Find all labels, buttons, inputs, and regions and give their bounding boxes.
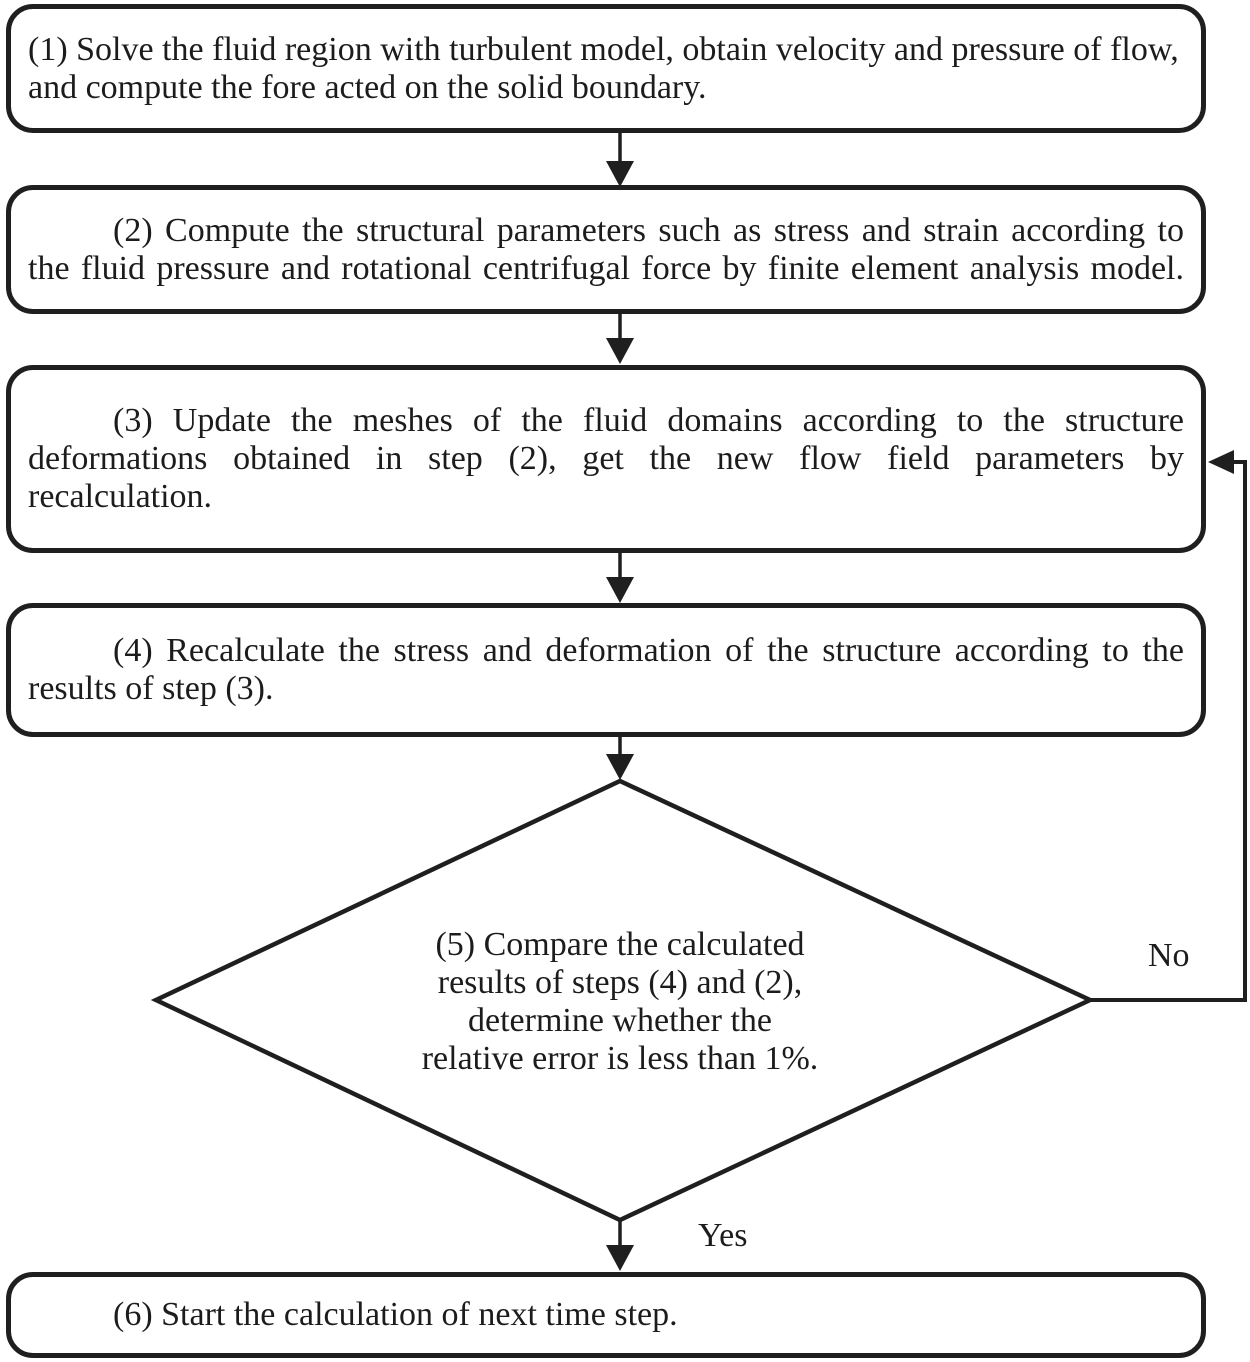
step2-box: (2) Compute the structural parameters su… xyxy=(6,185,1206,314)
step2-text: (2) Compute the structural parameters su… xyxy=(28,211,1184,287)
arrow-step1-step2-head xyxy=(606,161,634,187)
decision-step5-text: (5) Compare the calculated results of st… xyxy=(421,926,819,1077)
arrow-step2-step3-head xyxy=(606,338,634,364)
no-branch-label: No xyxy=(1148,937,1190,974)
no-loop-arrow-head xyxy=(1208,450,1234,474)
yes-branch-label: Yes xyxy=(698,1217,748,1254)
step1-box: (1) Solve the fluid region with turbulen… xyxy=(6,4,1206,133)
step6-box: (6) Start the calculation of next time s… xyxy=(6,1272,1206,1358)
no-loop-connector xyxy=(1090,460,1247,1002)
step6-text: (6) Start the calculation of next time s… xyxy=(113,1296,678,1333)
arrow-step4-decision-head xyxy=(606,754,634,780)
arrow-step3-step4-head xyxy=(606,577,634,603)
arrow-yes-head xyxy=(606,1245,634,1271)
step3-text: (3) Update the meshes of the fluid domai… xyxy=(28,402,1184,515)
step4-box: (4) Recalculate the stress and deformati… xyxy=(6,603,1206,737)
step4-text: (4) Recalculate the stress and deformati… xyxy=(28,632,1184,707)
step3-box: (3) Update the meshes of the fluid domai… xyxy=(6,365,1206,553)
step1-text: (1) Solve the fluid region with turbulen… xyxy=(28,30,1179,106)
